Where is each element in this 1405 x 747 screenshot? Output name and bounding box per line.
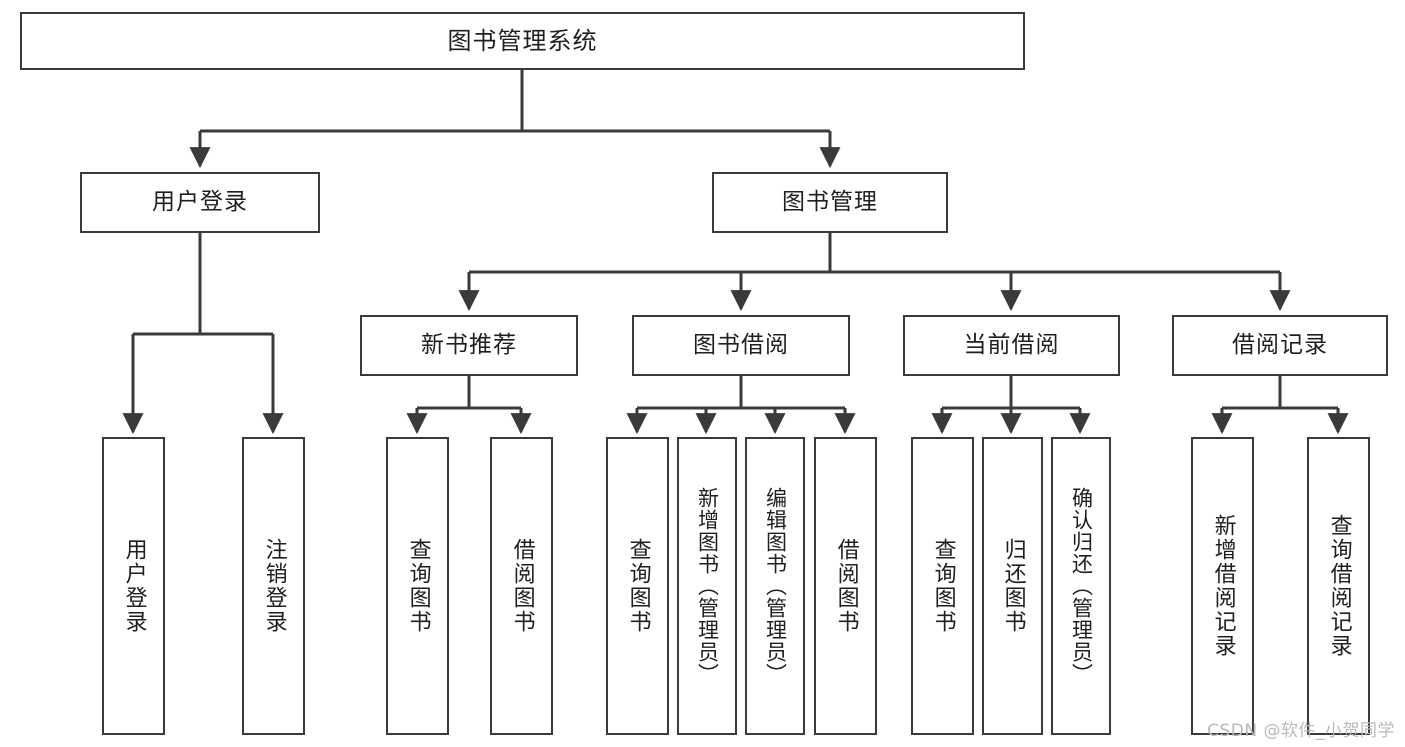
node-current-borrow[interactable]: 当前借阅	[903, 315, 1120, 376]
leaf-label: 新增借阅记录	[1210, 514, 1236, 658]
leaf-add-book[interactable]: 新增图书（管理员）	[677, 437, 737, 735]
leaf-query-book-recommend[interactable]: 查询图书	[386, 437, 449, 735]
leaf-confirm-return[interactable]: 确认归还（管理员）	[1051, 437, 1111, 735]
csdn-watermark: CSDN @软件_小贺同学	[1207, 721, 1395, 741]
leaf-label: 用户登录	[121, 538, 147, 634]
leaf-label: 借阅图书	[833, 538, 859, 634]
node-user-login[interactable]: 用户登录	[80, 172, 320, 233]
leaf-return-book[interactable]: 归还图书	[982, 437, 1043, 735]
leaf-label: 查询图书	[930, 538, 956, 634]
leaf-query-borrow-record[interactable]: 查询借阅记录	[1307, 437, 1370, 735]
node-borrow-record[interactable]: 借阅记录	[1172, 315, 1388, 376]
leaf-query-book-borrow[interactable]: 查询图书	[606, 437, 669, 735]
leaf-query-book-current[interactable]: 查询图书	[911, 437, 974, 735]
leaf-label: 确认归还（管理员）	[1069, 487, 1094, 685]
leaf-label: 查询图书	[405, 538, 431, 634]
leaf-label: 归还图书	[1000, 538, 1026, 634]
leaf-label: 查询图书	[625, 538, 651, 634]
node-book-management[interactable]: 图书管理	[712, 172, 948, 233]
node-new-book-recommend[interactable]: 新书推荐	[360, 315, 578, 376]
leaf-label: 借阅图书	[509, 538, 535, 634]
leaf-user-login[interactable]: 用户登录	[102, 437, 165, 735]
node-root-system[interactable]: 图书管理系统	[20, 12, 1025, 70]
node-book-borrow[interactable]: 图书借阅	[632, 315, 850, 376]
leaf-borrow-book-recommend[interactable]: 借阅图书	[490, 437, 553, 735]
leaf-label: 编辑图书（管理员）	[763, 487, 788, 685]
leaf-label: 新增图书（管理员）	[695, 487, 720, 685]
leaf-label: 注销登录	[261, 538, 287, 634]
leaf-borrow-book[interactable]: 借阅图书	[814, 437, 877, 735]
leaf-logout[interactable]: 注销登录	[242, 437, 305, 735]
leaf-add-borrow-record[interactable]: 新增借阅记录	[1191, 437, 1254, 735]
leaf-edit-book[interactable]: 编辑图书（管理员）	[745, 437, 805, 735]
leaf-label: 查询借阅记录	[1326, 514, 1352, 658]
